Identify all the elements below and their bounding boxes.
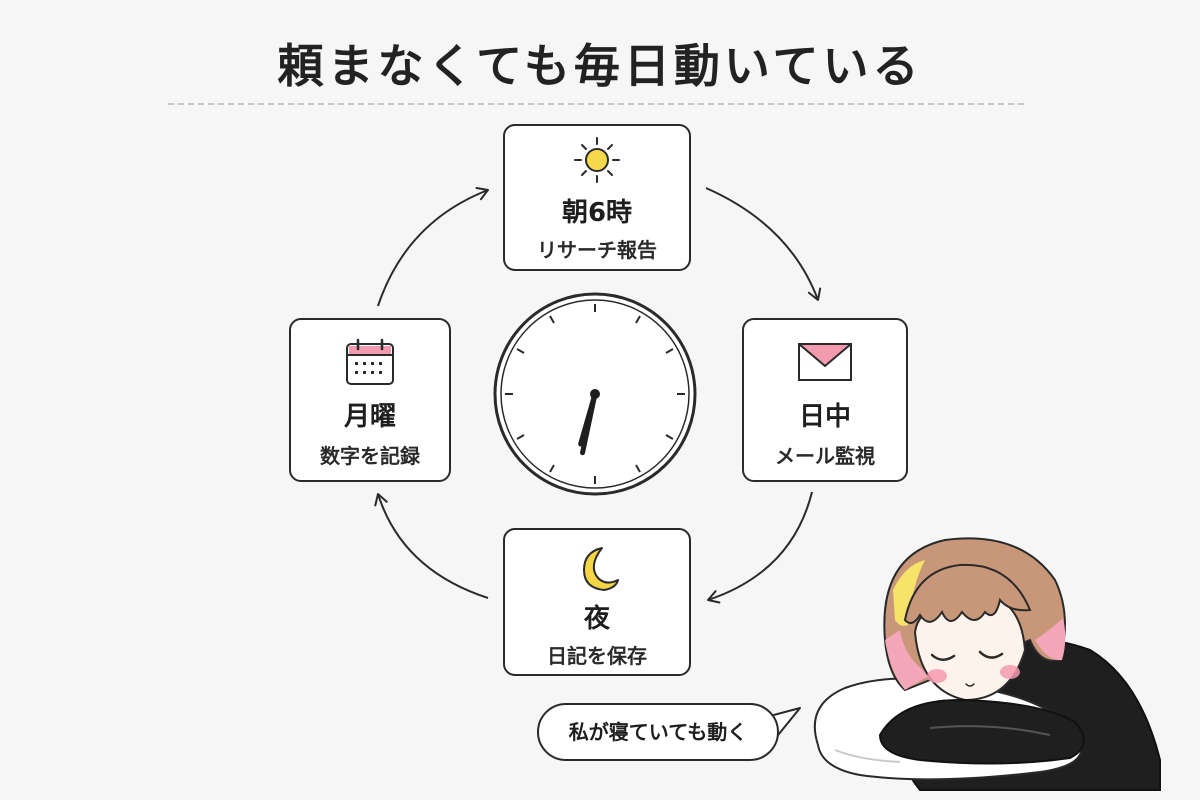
card-day: 日中 メール監視 <box>742 318 908 482</box>
title-divider <box>168 103 1024 105</box>
clock-tick <box>516 434 525 440</box>
envelope-icon <box>744 340 906 384</box>
clock-tick <box>635 464 641 473</box>
clock-tick <box>665 348 674 354</box>
arrow-day-to-night <box>707 491 813 604</box>
sun-icon <box>505 136 689 184</box>
card-night: 夜 日記を保存 <box>503 528 691 676</box>
clock-center <box>590 389 600 399</box>
clock-tick <box>665 434 674 440</box>
sleeping-girl-illustration <box>813 537 1161 791</box>
arrow-morning-to-day <box>705 187 822 301</box>
minute-hand <box>580 391 598 456</box>
clock-tick <box>516 348 525 354</box>
card-morning: 朝6時 リサーチ報告 <box>503 124 691 271</box>
card-time-label: 月曜 <box>343 402 396 432</box>
card-task-label: リサーチ報告 <box>537 238 657 262</box>
arrow-monday-to-morning <box>377 187 489 307</box>
card-task-label: 数字を記録 <box>320 444 420 468</box>
clock-tick <box>549 315 555 324</box>
card-task-label: メール監視 <box>775 444 875 468</box>
clock-tick <box>549 464 555 473</box>
arrow-night-to-monday <box>374 493 489 599</box>
clock-tick <box>635 315 641 324</box>
clock-ticks <box>505 304 685 484</box>
card-time-label: 朝6時 <box>561 198 633 228</box>
clock <box>493 292 697 496</box>
calendar-icon <box>291 338 449 388</box>
moon-icon <box>505 544 689 594</box>
page-title: 頼まなくても毎日動いている <box>277 39 923 93</box>
card-monday: 月曜 数字を記録 <box>289 318 451 482</box>
card-time-label: 日中 <box>798 402 851 432</box>
card-time-label: 夜 <box>583 604 610 634</box>
speech-bubble: 私が寝ていても動く <box>537 703 779 761</box>
card-task-label: 日記を保存 <box>547 644 647 668</box>
